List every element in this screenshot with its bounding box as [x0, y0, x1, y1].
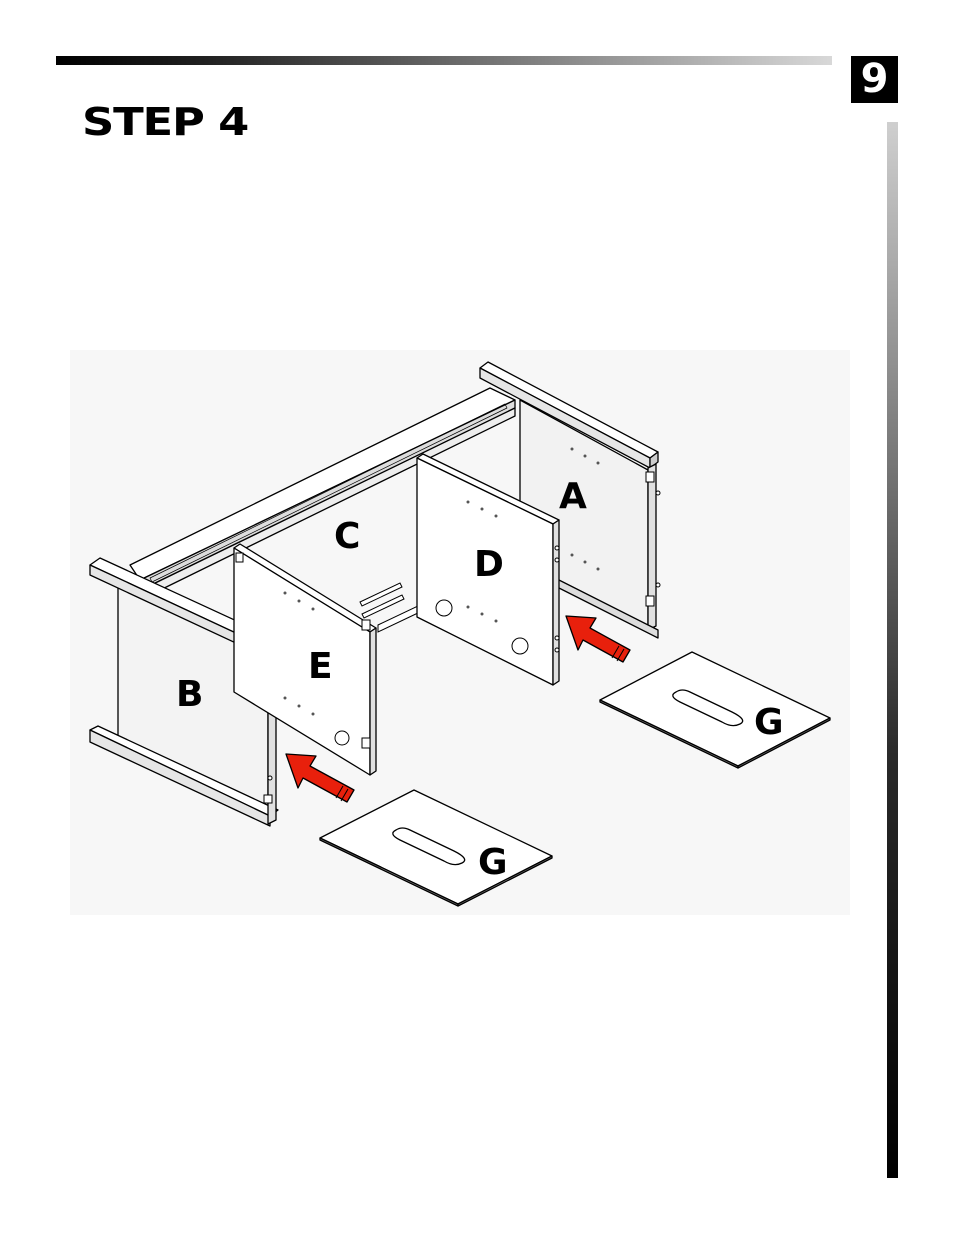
label-b: B — [176, 674, 203, 715]
label-g-left: G — [478, 842, 508, 883]
label-c: C — [334, 516, 360, 557]
label-d: D — [474, 544, 504, 585]
label-a: A — [559, 476, 587, 517]
label-g-right: G — [754, 702, 784, 743]
assembly-diagram: A B C D E G G — [70, 350, 850, 915]
label-e: E — [308, 646, 333, 687]
step-title: STEP 4 — [82, 100, 248, 144]
header-rule — [56, 56, 832, 65]
side-rule — [887, 122, 898, 1178]
page-number: 9 — [851, 56, 898, 103]
